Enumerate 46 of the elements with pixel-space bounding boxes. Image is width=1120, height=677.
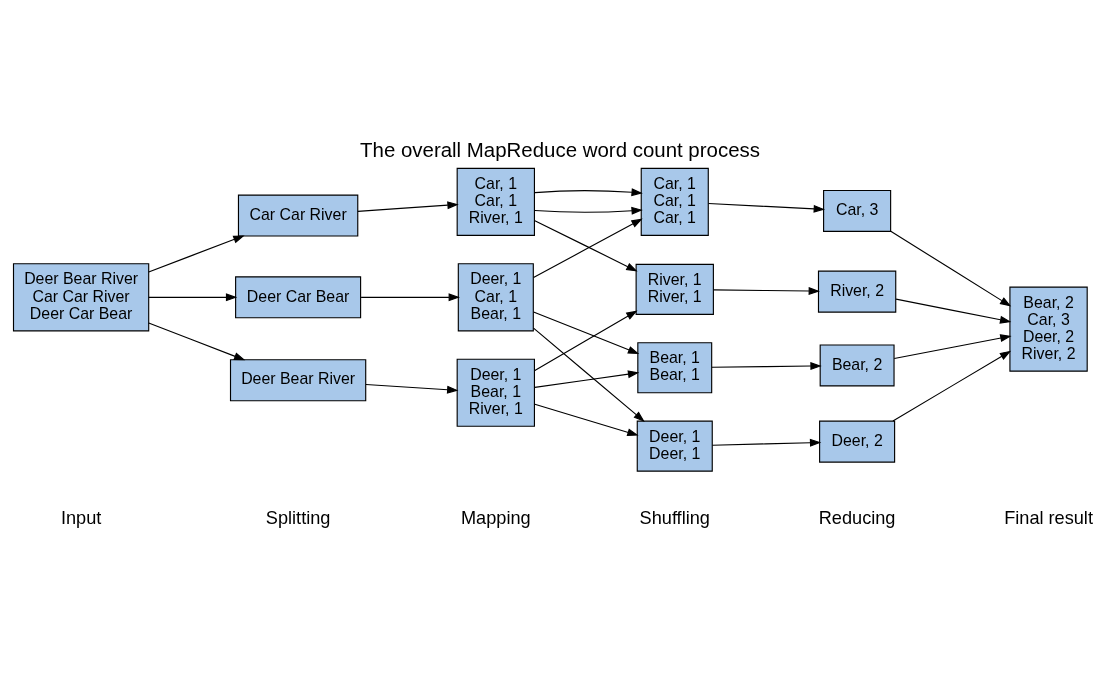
- label: Final result: [1004, 508, 1093, 529]
- label: Reducing: [818, 508, 896, 529]
- arrow: [534, 206, 643, 215]
- arrow: [711, 362, 822, 371]
- arrow: [360, 293, 460, 302]
- label: Mapping: [460, 508, 531, 529]
- label: Splitting: [265, 508, 331, 529]
- arrow: [534, 188, 643, 197]
- arrow: [532, 327, 645, 422]
- node-box: Deer Car Bear: [235, 276, 362, 319]
- diagram-title: The overall MapReduce word count process: [360, 138, 760, 162]
- node-box: Car Car River: [237, 194, 359, 237]
- label: Shuffling: [639, 508, 710, 529]
- node-box: Deer Bear River: [229, 359, 367, 402]
- arrow: [534, 370, 640, 388]
- node-box: Bear, 2: [819, 344, 895, 387]
- node-box: River, 1 River, 1: [635, 263, 714, 315]
- arrow: [532, 218, 643, 279]
- node-box: Deer Bear River Car Car River Deer Car Bear: [12, 263, 150, 332]
- arrow: [148, 235, 245, 273]
- arrow: [148, 322, 246, 361]
- arrow: [365, 383, 459, 394]
- node-box: Deer, 1 Bear, 1 River, 1: [456, 358, 535, 427]
- arrow: [532, 311, 640, 355]
- node-box: Bear, 1 Bear, 1: [637, 342, 713, 394]
- arrow: [895, 298, 1012, 324]
- node-box: Bear, 2 Car, 3 Deer, 2 River, 2: [1009, 286, 1088, 372]
- arrow: [892, 350, 1012, 422]
- arrow: [707, 202, 826, 213]
- label: Input: [60, 508, 102, 529]
- arrow: [534, 403, 639, 437]
- arrow: [893, 334, 1012, 360]
- arrow: [534, 310, 638, 372]
- arrow: [357, 201, 459, 212]
- node-box: Deer, 2: [819, 420, 896, 463]
- node-box: Car, 1 Car, 1 River, 1: [456, 167, 535, 236]
- node-box: Car, 1 Car, 1 Car, 1: [640, 167, 709, 236]
- node-box: Deer, 1 Car, 1 Bear, 1: [457, 263, 534, 332]
- arrow: [711, 438, 822, 447]
- arrow: [534, 220, 638, 272]
- node-box: Deer, 1 Deer, 1: [636, 420, 713, 472]
- arrow: [148, 293, 238, 302]
- node-box: River, 2: [817, 270, 897, 313]
- arrow: [890, 230, 1012, 307]
- node-box: Car, 3: [823, 189, 892, 232]
- arrow: [713, 287, 820, 295]
